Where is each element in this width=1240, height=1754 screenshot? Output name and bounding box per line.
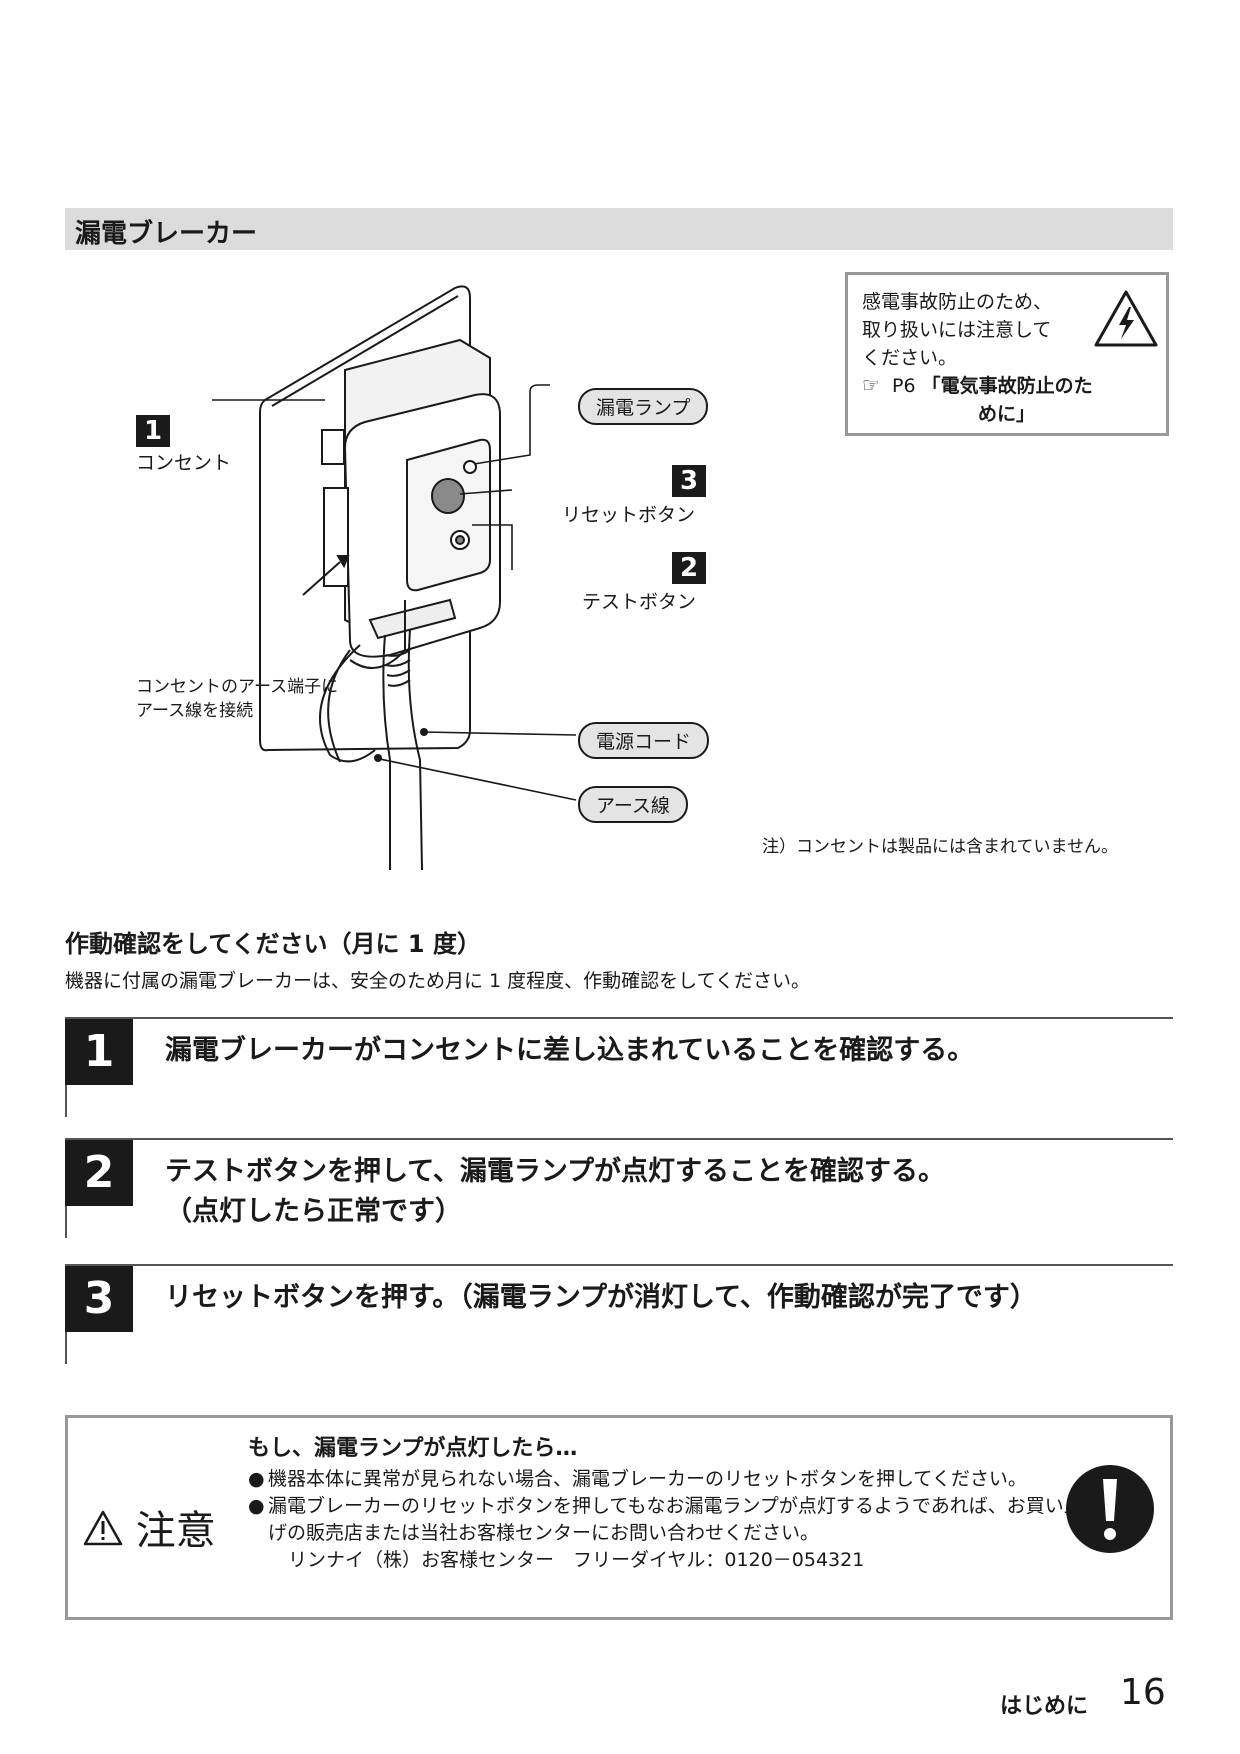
test-button-label: テストボタン <box>582 591 697 613</box>
step-2: 2 テストボタンを押して、漏電ランプが点灯することを確認する。 （点灯したら正常… <box>65 1138 1173 1238</box>
step-text: 漏電ブレーカーがコンセントに差し込まれていることを確認する。 <box>165 1035 975 1066</box>
caution-heading: もし、漏電ランプが点灯したら… <box>248 1436 578 1461</box>
check-intro: 機器に付属の漏電ブレーカーは、安全のため月に 1 度程度、作動確認をしてください… <box>65 970 811 992</box>
outlet-not-included-note: 注）コンセントは製品には含まれていません。 <box>762 837 1118 857</box>
customer-center-contact: リンナイ（株）お客様センター フリーダイヤル：0120－054321 <box>288 1549 865 1571</box>
power-cord-label: 電源コード <box>578 722 710 759</box>
section-title-bar: 漏電ブレーカー <box>65 208 1173 250</box>
caution-label: 注意 <box>83 1498 216 1556</box>
step-3: 3 リセットボタンを押す。（漏電ランプが消灯して、作動確認が完了です） <box>65 1264 1173 1364</box>
step-divider <box>65 1264 1173 1266</box>
step-text: リセットボタンを押す。（漏電ランプが消灯して、作動確認が完了です） <box>165 1282 1037 1313</box>
step-number: 3 <box>65 1266 133 1332</box>
electric-shock-warning-box: 感電事故防止のため、 取り扱いには注意して ください。 ☞ P6 「電気事故防止… <box>845 272 1169 436</box>
pointing-hand-icon: ☞ <box>862 373 880 397</box>
earth-note-line-1: コンセントのアース端子に <box>136 677 339 697</box>
reset-number-badge: 3 <box>672 465 706 497</box>
warning-line-1: 感電事故防止のため、 <box>862 291 1053 313</box>
reset-button-label: リセットボタン <box>562 504 696 526</box>
step-number: 1 <box>65 1019 133 1085</box>
step-divider <box>65 1017 1173 1019</box>
mandatory-action-icon <box>1066 1465 1154 1553</box>
warning-page-reference[interactable]: ☞ P6 「電気事故防止のた <box>862 371 1093 398</box>
warning-line-3: ください。 <box>862 347 958 369</box>
breaker-diagram: 1 コンセント 漏電ランプ 3 リセットボタン 2 テストボタン コンセントのア… <box>60 270 840 870</box>
electric-hazard-icon <box>1094 290 1158 347</box>
step-1: 1 漏電ブレーカーがコンセントに差し込まれていることを確認する。 <box>65 1017 1173 1117</box>
caution-body: 機器本体に異常が見られない場合、漏電ブレーカーのリセットボタンを押してください。… <box>248 1466 1098 1574</box>
earth-connection-note: コンセントのアース端子に アース線を接続 <box>136 675 338 723</box>
caution-bullet-2: 漏電ブレーカーのリセットボタンを押してもなお漏電ランプが点灯するようであれば、お… <box>248 1493 1098 1547</box>
step-divider <box>65 1138 1173 1140</box>
caution-triangle-icon <box>83 1510 123 1546</box>
earth-note-line-2: アース線を接続 <box>136 701 254 721</box>
page-number: 16 <box>1120 1672 1166 1713</box>
check-heading: 作動確認をしてください（月に 1 度） <box>65 930 481 958</box>
step-text-line-1: テストボタンを押して、漏電ランプが点灯することを確認する。 <box>165 1156 946 1187</box>
reference-title-1: 「電気事故防止のた <box>921 375 1093 397</box>
step-text: テストボタンを押して、漏電ランプが点灯することを確認する。 （点灯したら正常です… <box>165 1152 945 1232</box>
step-number: 2 <box>65 1140 133 1206</box>
outlet-number-badge: 1 <box>136 415 170 447</box>
reference-title-2: めに」 <box>978 403 1036 425</box>
warning-line-2: 取り扱いには注意して <box>862 319 1052 341</box>
earth-wire-label: アース線 <box>578 786 688 823</box>
caution-bullet-1: 機器本体に異常が見られない場合、漏電ブレーカーのリセットボタンを押してください。 <box>248 1466 1098 1493</box>
caution-label-text: 注意 <box>135 1508 216 1554</box>
test-number-badge: 2 <box>672 552 706 584</box>
footer-chapter-label: はじめに <box>1000 1694 1089 1719</box>
section-title: 漏電ブレーカー <box>75 219 258 249</box>
outlet-label: コンセント <box>136 452 232 474</box>
caution-box: 注意 もし、漏電ランプが点灯したら… 機器本体に異常が見られない場合、漏電ブレー… <box>65 1415 1173 1620</box>
step-text-line-2: （点灯したら正常です） <box>165 1196 462 1227</box>
breaker-illustration <box>212 285 577 870</box>
reference-page: P6 <box>891 375 916 397</box>
leak-lamp-label: 漏電ランプ <box>578 388 709 425</box>
